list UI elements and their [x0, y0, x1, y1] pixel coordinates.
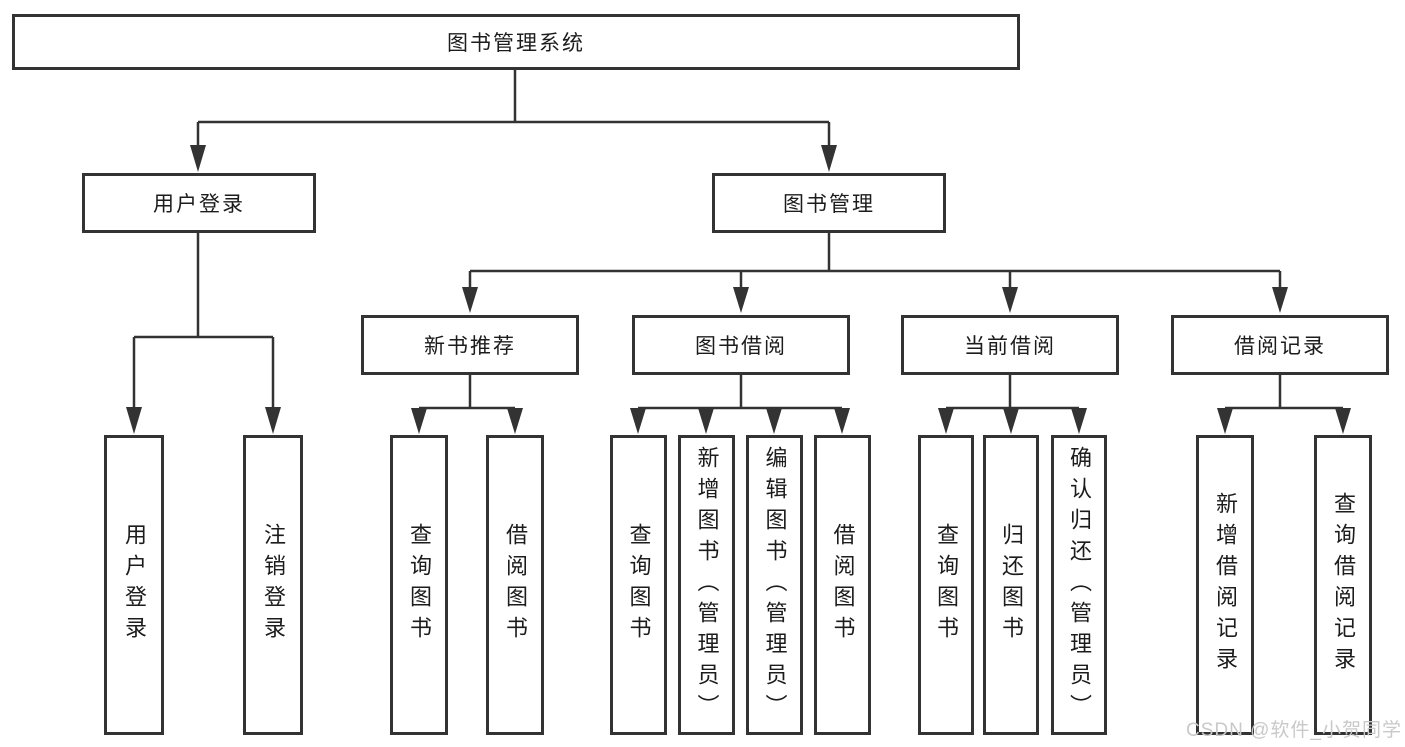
arrowheads	[126, 145, 1351, 434]
node-query-books-current: 查询图书	[918, 435, 974, 735]
node-user-login-label: 用户登录	[153, 193, 245, 216]
node-user-login: 用户登录	[82, 173, 316, 233]
node-query-books-recommend: 查询图书	[390, 435, 448, 735]
node-query-books-borrowing: 查询图书	[610, 435, 667, 735]
node-book-borrowing-label: 图书借阅	[695, 335, 787, 358]
node-query-borrow-record: 查询借阅记录	[1314, 435, 1372, 735]
watermark: CSDN @软件_小贺同学	[1186, 720, 1402, 741]
node-return-book-label: 归还图书	[999, 523, 1024, 647]
node-book-borrowing: 图书借阅	[632, 315, 850, 375]
node-borrow-books-borrowing-label: 借阅图书	[830, 523, 856, 647]
node-query-borrow-record-label: 查询借阅记录	[1331, 492, 1356, 678]
node-borrowing-records-label: 借阅记录	[1234, 335, 1326, 358]
node-add-borrow-record: 新增借阅记录	[1196, 435, 1254, 735]
node-root-label: 图书管理系统	[447, 32, 585, 55]
node-current-borrowing: 当前借阅	[901, 315, 1119, 375]
node-logout-action: 注销登录	[243, 435, 303, 735]
node-confirm-return-admin: 确认归还（管理员）	[1051, 435, 1107, 735]
node-add-borrow-record-label: 新增借阅记录	[1213, 492, 1238, 678]
node-user-login-action: 用户登录	[104, 435, 164, 735]
node-root: 图书管理系统	[12, 14, 1020, 70]
node-borrow-books-recommend-label: 借阅图书	[503, 523, 528, 647]
node-query-books-borrowing-label: 查询图书	[626, 523, 652, 647]
node-user-login-action-label: 用户登录	[122, 523, 147, 647]
node-edit-book-admin-label: 编辑图书（管理员）	[762, 445, 788, 725]
node-borrowing-records: 借阅记录	[1171, 315, 1389, 375]
node-borrow-books-borrowing: 借阅图书	[814, 435, 871, 735]
node-book-management: 图书管理	[712, 173, 946, 233]
node-new-book-recommend: 新书推荐	[361, 315, 579, 375]
node-return-book: 归还图书	[983, 435, 1039, 735]
node-book-management-label: 图书管理	[783, 193, 875, 216]
node-query-books-current-label: 查询图书	[934, 523, 959, 647]
node-add-book-admin: 新增图书（管理员）	[678, 435, 735, 735]
node-logout-action-label: 注销登录	[261, 523, 286, 647]
node-borrow-books-recommend: 借阅图书	[486, 435, 544, 735]
node-confirm-return-admin-label: 确认归还（管理员）	[1067, 445, 1092, 725]
node-new-book-recommend-label: 新书推荐	[424, 335, 516, 358]
node-query-books-recommend-label: 查询图书	[407, 523, 432, 647]
node-add-book-admin-label: 新增图书（管理员）	[694, 445, 720, 725]
node-edit-book-admin: 编辑图书（管理员）	[746, 435, 803, 735]
node-current-borrowing-label: 当前借阅	[964, 335, 1056, 358]
